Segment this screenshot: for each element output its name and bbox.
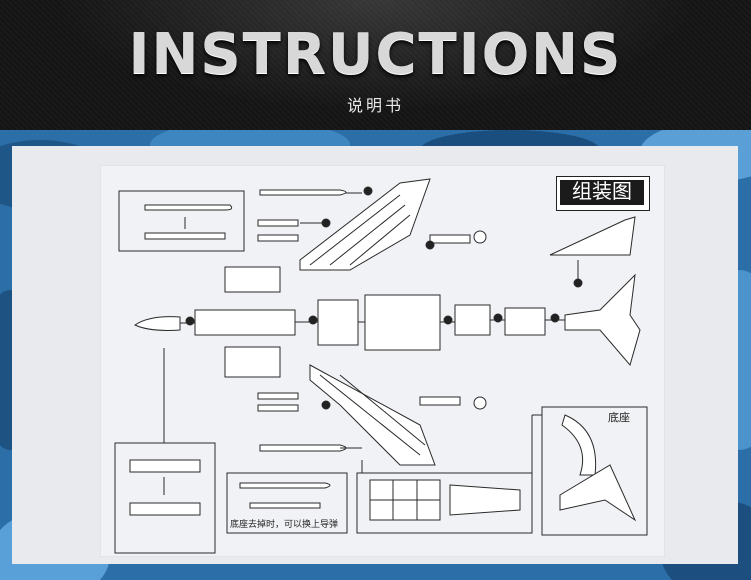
page-title: INSTRUCTIONS [128, 22, 623, 87]
tail-fin-part [549, 216, 636, 288]
header-glow [0, 0, 751, 130]
assembly-label: 组装图 [560, 180, 644, 205]
stand-box [531, 406, 648, 536]
stand-label: 底座 [608, 410, 630, 424]
upper-wing-parts [257, 178, 487, 271]
lower-wing-parts [257, 364, 487, 466]
nose-detail-box [114, 348, 216, 554]
fuselage-parts-row [133, 266, 641, 378]
fuselage-missile-box [356, 460, 533, 534]
missile-detail-box [118, 190, 245, 252]
note-text: 底座去掉时，可以换上导弹 [230, 518, 338, 529]
page-subtitle: 说明书 [346, 98, 404, 115]
header-banner: INSTRUCTIONS 说明书 [0, 0, 751, 130]
missile-swap-box [226, 472, 348, 534]
assembly-label-box: 组装图 [556, 176, 650, 211]
assembly-diagram: 底座去掉时，可以换上导弹 底座 [100, 165, 665, 557]
